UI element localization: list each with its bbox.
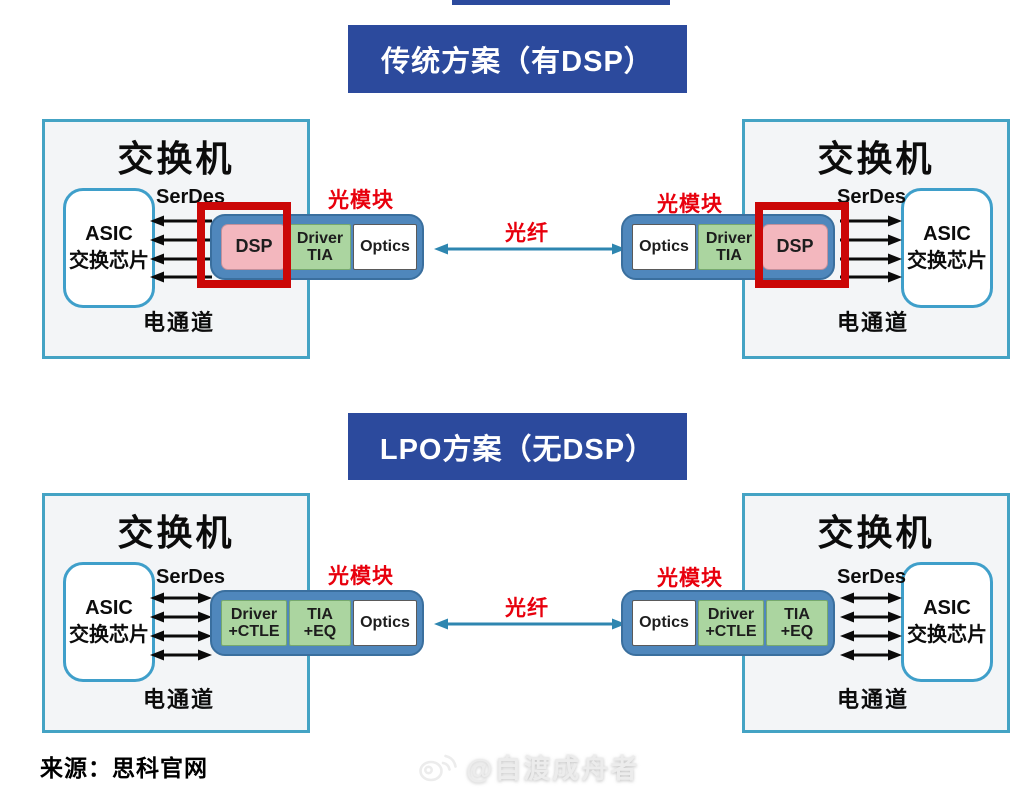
asic-label-line1: ASIC bbox=[923, 223, 971, 245]
block-text: Driver bbox=[705, 229, 753, 247]
module-block-driver-ctle: Driver +CTLE bbox=[221, 600, 287, 646]
asic-label-line2: 交换芯片 bbox=[907, 624, 987, 646]
section-banner-lpo: LPO方案（无DSP） bbox=[348, 413, 687, 480]
electrical-channel-label: 电通道 bbox=[143, 687, 216, 712]
asic-label-line1: ASIC bbox=[85, 223, 133, 245]
asic-label-line2: 交换芯片 bbox=[69, 624, 149, 646]
optical-module-label: 光模块 bbox=[328, 565, 394, 588]
watermark: @自渡成舟者 bbox=[418, 747, 639, 786]
optical-module-label: 光模块 bbox=[657, 567, 723, 590]
block-text: Driver bbox=[296, 229, 344, 247]
module-block-tia-eq: TIA +EQ bbox=[766, 600, 828, 646]
serdes-label: SerDes bbox=[156, 566, 225, 588]
optical-module-bottom-right: Optics Driver +CTLE TIA +EQ bbox=[621, 590, 835, 656]
switch-title: 交换机 bbox=[817, 138, 935, 179]
block-text: Driver bbox=[230, 605, 278, 623]
asic-label-line2: 交换芯片 bbox=[907, 250, 987, 272]
serdes-label: SerDes bbox=[837, 186, 906, 208]
asic-label-line1: ASIC bbox=[85, 597, 133, 619]
optical-module-top-left: DSP Driver TIA Optics bbox=[210, 214, 424, 280]
module-block-optics: Optics bbox=[353, 224, 417, 270]
optical-module-bottom-left: Driver +CTLE TIA +EQ Optics bbox=[210, 590, 424, 656]
section-banner-traditional: 传统方案（有DSP） bbox=[348, 25, 687, 93]
electrical-channel-label: 电通道 bbox=[143, 310, 216, 335]
electrical-channel-label: 电通道 bbox=[837, 687, 910, 712]
fiber-arrow bbox=[434, 618, 626, 630]
dsp-highlight-box-right bbox=[755, 202, 849, 288]
asic-label-line1: ASIC bbox=[923, 597, 971, 619]
block-text: +EQ bbox=[780, 623, 814, 640]
module-block-driver-tia: Driver TIA bbox=[698, 224, 760, 270]
source-text: 来源：思科官网 bbox=[40, 755, 208, 781]
block-text: Optics bbox=[639, 238, 689, 256]
block-text: +CTLE bbox=[705, 623, 757, 640]
banner-text: LPO方案（无DSP） bbox=[379, 433, 656, 466]
optical-module-label: 光模块 bbox=[657, 193, 723, 216]
serdes-arrows-left bbox=[150, 592, 212, 661]
asic-chip: ASIC 交换芯片 bbox=[901, 562, 993, 682]
module-block-optics: Optics bbox=[632, 600, 696, 646]
weibo-icon bbox=[419, 754, 457, 781]
module-block-optics: Optics bbox=[353, 600, 417, 646]
asic-label-line2: 交换芯片 bbox=[69, 250, 149, 272]
block-text: Optics bbox=[360, 614, 410, 632]
block-text: DSP bbox=[776, 236, 814, 257]
switch-box-bottom-left: 交换机 ASIC 交换芯片 SerDes 电通道 bbox=[42, 493, 310, 733]
block-text: TIA bbox=[307, 605, 333, 623]
optical-module-top-right: Optics Driver TIA DSP bbox=[621, 214, 835, 280]
block-text: Optics bbox=[360, 238, 410, 256]
switch-title: 交换机 bbox=[117, 138, 235, 179]
top-crop-bar bbox=[452, 0, 670, 5]
optical-module-label: 光模块 bbox=[328, 189, 394, 212]
block-text: TIA bbox=[784, 605, 810, 623]
switch-title: 交换机 bbox=[817, 512, 935, 553]
block-text: Driver bbox=[707, 605, 755, 623]
fiber-label: 光纤 bbox=[505, 222, 549, 245]
block-text: Optics bbox=[639, 614, 689, 632]
module-block-optics: Optics bbox=[632, 224, 696, 270]
fiber-arrow bbox=[434, 243, 626, 255]
block-text: TIA bbox=[307, 247, 333, 264]
module-block-driver-tia: Driver TIA bbox=[289, 224, 351, 270]
serdes-arrows-right bbox=[840, 215, 902, 283]
module-block-dsp: DSP bbox=[221, 224, 287, 270]
block-text: +CTLE bbox=[228, 623, 280, 640]
banner-text: 传统方案（有DSP） bbox=[381, 46, 654, 78]
asic-chip: ASIC 交换芯片 bbox=[901, 188, 993, 308]
block-text: TIA bbox=[716, 247, 742, 264]
asic-chip: ASIC 交换芯片 bbox=[63, 188, 155, 308]
fiber-label: 光纤 bbox=[505, 597, 549, 620]
module-block-tia-eq: TIA +EQ bbox=[289, 600, 351, 646]
module-block-driver-ctle: Driver +CTLE bbox=[698, 600, 764, 646]
dsp-highlight-box-left bbox=[197, 202, 291, 288]
block-text: +EQ bbox=[303, 623, 337, 640]
electrical-channel-label: 电通道 bbox=[837, 310, 910, 335]
watermark-text: @自渡成舟者 bbox=[466, 754, 640, 784]
block-text: DSP bbox=[235, 236, 273, 257]
asic-chip: ASIC 交换芯片 bbox=[63, 562, 155, 682]
serdes-arrows-right bbox=[840, 592, 902, 661]
switch-title: 交换机 bbox=[117, 512, 235, 553]
serdes-label: SerDes bbox=[837, 566, 906, 588]
